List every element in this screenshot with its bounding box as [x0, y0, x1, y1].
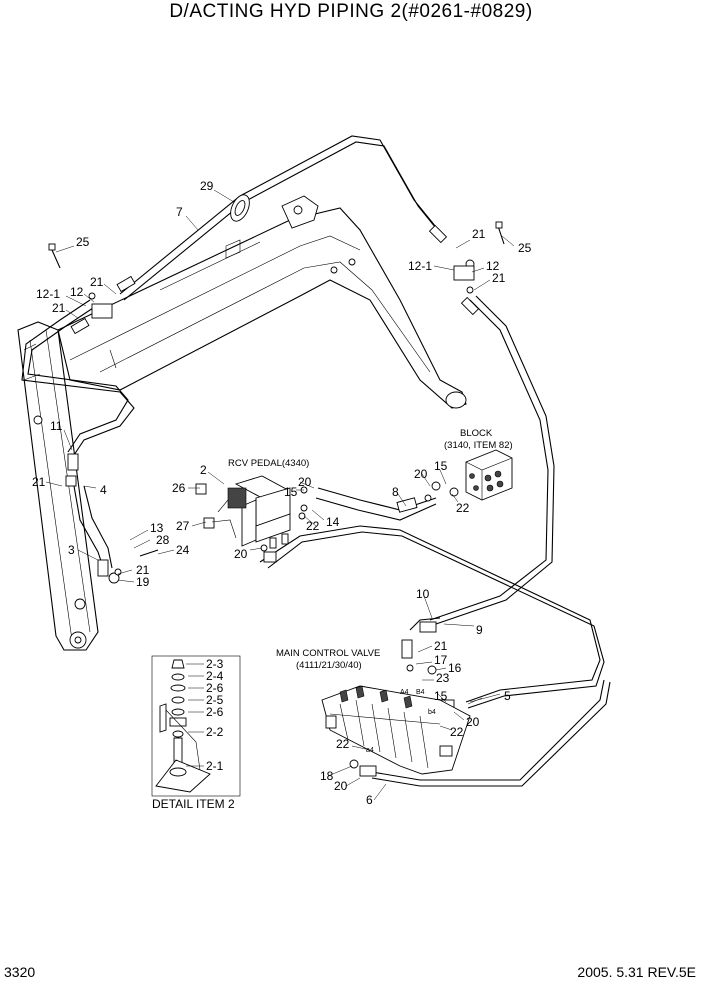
callout-15: 15 — [434, 689, 448, 703]
detail-label-2-4: 2-4 — [206, 669, 224, 683]
callout-26: 26 — [172, 481, 186, 495]
block-ref-label: (3140, ITEM 82) — [444, 440, 513, 451]
detail-label-2-2: 2-2 — [206, 725, 224, 739]
page-number: 3320 — [4, 964, 36, 980]
port-b4-label: B4 — [416, 689, 425, 696]
mcv-ref-label: (4111/21/30/40) — [296, 660, 362, 671]
rcv-pedal — [211, 475, 291, 549]
callout-15: 15 — [284, 485, 298, 499]
callout-8: 8 — [392, 485, 399, 499]
callout-9: 9 — [476, 623, 483, 637]
callout-25-left: 25 — [76, 235, 90, 249]
block-3140 — [465, 449, 513, 501]
callout-21: 21 — [434, 639, 448, 653]
callout-10: 10 — [416, 587, 430, 601]
callout-12-1-right: 12-1 — [408, 259, 432, 273]
detail-label-2-3: 2-3 — [206, 657, 224, 671]
callout-13: 13 — [150, 521, 164, 535]
callout-12-right: 12 — [486, 259, 500, 273]
callout-14: 14 — [326, 515, 340, 529]
callout-22: 22 — [450, 725, 464, 739]
callout-3: 3 — [68, 543, 75, 557]
rcv-pedal-label: RCV PEDAL(4340) — [228, 458, 309, 469]
arm-structure — [17, 321, 99, 651]
detail-label-2-6: 2-6 — [206, 705, 224, 719]
callout-18: 18 — [320, 769, 334, 783]
port-a4-small-label: a4 — [366, 747, 374, 754]
callout-20: 20 — [334, 779, 348, 793]
callout-22: 22 — [306, 519, 320, 533]
boom-structure — [57, 195, 467, 409]
detail-label-2-5: 2-5 — [206, 693, 224, 707]
callout-23: 23 — [436, 671, 450, 685]
callout-27: 27 — [176, 519, 190, 533]
revision-date: 2005. 5.31 REV.5E — [577, 964, 696, 980]
callout-12-1-left: 12-1 — [36, 287, 60, 301]
callout-28: 28 — [156, 533, 170, 547]
callout-5: 5 — [504, 689, 511, 703]
page-title: D/ACTING HYD PIPING 2(#0261-#0829) — [169, 1, 533, 22]
callout-25-right: 25 — [518, 241, 532, 255]
callout-20: 20 — [414, 467, 428, 481]
callout-21: 21 — [136, 563, 150, 577]
callout-20: 20 — [466, 715, 480, 729]
callout-12-left: 12 — [70, 285, 84, 299]
callout-21: 21 — [52, 301, 66, 315]
fittings — [48, 194, 505, 777]
callout-21-right-mid: 21 — [492, 271, 506, 285]
callout-20: 20 — [298, 475, 312, 489]
block-label: BLOCK — [460, 428, 493, 439]
callout-2: 2 — [200, 463, 207, 477]
callout-21: 21 — [32, 475, 46, 489]
detail-label-2-1: 2-1 — [206, 759, 224, 773]
callout-6: 6 — [366, 793, 373, 807]
callout-16: 16 — [448, 661, 462, 675]
callout-21-right-top: 21 — [472, 227, 486, 241]
detail-label-2-6: 2-6 — [206, 681, 224, 695]
pipe-lines — [21, 135, 611, 787]
callout-7: 7 — [176, 205, 183, 219]
detail-item-2 — [151, 655, 241, 797]
callout-21: 21 — [90, 275, 104, 289]
callout-11: 11 — [50, 419, 63, 433]
callout-24: 24 — [176, 543, 190, 557]
mcv-label: MAIN CONTROL VALVE — [276, 648, 380, 659]
callout-17: 17 — [434, 653, 448, 667]
main-control-valve — [321, 685, 471, 775]
callout-22: 22 — [336, 737, 350, 751]
callout-19: 19 — [136, 575, 150, 589]
port-a4-label: A4 — [400, 689, 409, 696]
callout-22: 22 — [456, 501, 470, 515]
callout-29: 29 — [200, 179, 214, 193]
detail-caption: DETAIL ITEM 2 — [152, 797, 235, 811]
callout-15: 15 — [434, 459, 448, 473]
callout-20: 20 — [234, 547, 248, 561]
leader-lines — [45, 189, 515, 801]
port-b4-small-label: b4 — [428, 709, 436, 716]
callout-labels: 29 7 25 21 12-1 12 21 21 25 12-1 12 21 1… — [32, 179, 532, 811]
callout-4: 4 — [100, 483, 107, 497]
